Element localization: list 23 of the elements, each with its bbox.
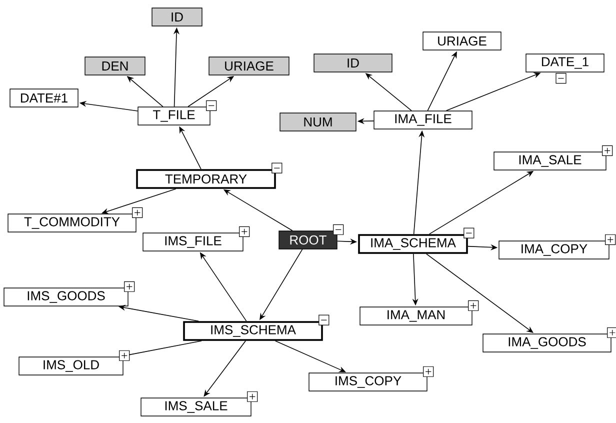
root-box: ROOT <box>278 230 338 250</box>
table-box: IMA_FILE <box>374 110 472 130</box>
table-box: IMS_GOODS <box>4 288 128 306</box>
field-box: ID <box>152 8 202 26</box>
schema-box: TEMPORARY <box>136 169 276 189</box>
table-box: IMA_COPY <box>498 240 610 260</box>
schema-box: IMA_SCHEMA <box>358 234 468 254</box>
field-box: DEN <box>84 56 146 76</box>
table-box: IMA_SALE <box>494 152 606 170</box>
table-box: IMS_FILE <box>142 232 244 252</box>
field-box: ID <box>314 54 392 72</box>
table-box: IMA_GOODS <box>482 334 612 352</box>
schema-box: IMS_SCHEMA <box>183 321 323 341</box>
table-box: T_COMMODITY <box>8 214 136 232</box>
table-box: IMS_COPY <box>308 372 428 392</box>
table-box: IMS_OLD <box>18 356 124 376</box>
field-box: NUM <box>280 112 356 132</box>
field-box: URIAGE <box>208 56 290 76</box>
table-box: URIAGE <box>422 32 502 50</box>
table-box: DATE#1 <box>10 88 78 108</box>
table-box: IMS_SALE <box>140 398 252 416</box>
table-box: IMA_MAN <box>360 306 472 326</box>
table-box: T_FILE <box>138 106 210 126</box>
